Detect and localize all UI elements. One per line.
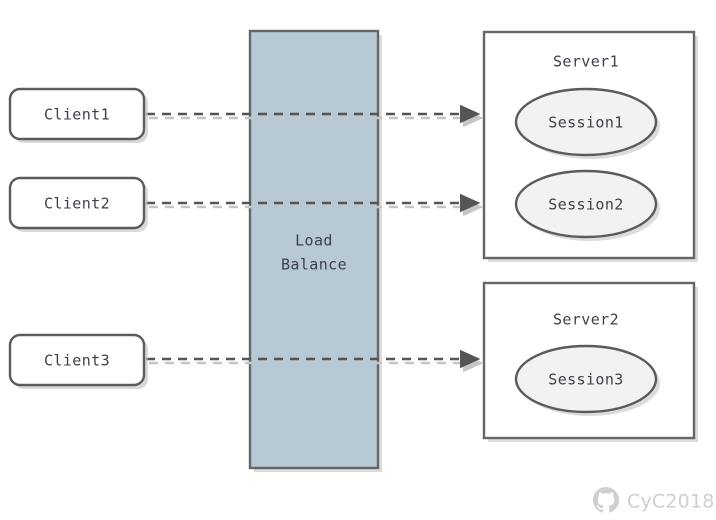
server-node-server2[interactable]: Server2 Session3 [482,281,698,442]
server-label: Server1 [553,53,619,71]
load-balancer-box[interactable] [248,29,380,470]
connection-client3-server2[interactable] [146,349,484,373]
connection-group [146,104,484,373]
session-node-session1[interactable]: Session1 [514,87,660,159]
watermark: CyC2018 [593,487,715,513]
session-label: Session3 [548,371,623,389]
session-label: Session2 [548,196,623,214]
client-box[interactable] [8,87,146,141]
session-ellipse[interactable] [514,344,658,414]
github-octocat-icon [593,487,620,513]
client-box[interactable] [8,176,146,230]
watermark-label: CyC2018 [627,491,715,513]
connection-client2-server1[interactable] [146,193,484,217]
session-ellipse[interactable] [514,169,658,239]
client-box[interactable] [8,333,146,387]
client-label: Client3 [44,352,110,370]
client-label: Client1 [44,106,110,124]
server-label: Server2 [553,311,619,329]
client-node-client2[interactable]: Client2 [8,176,148,232]
load-balancer-label-line1: Load [295,232,333,250]
session-ellipse[interactable] [514,87,658,157]
load-balancer-label-line2: Balance [281,256,347,274]
session-node-session2[interactable]: Session2 [514,169,660,241]
client-node-client3[interactable]: Client3 [8,333,148,389]
server-node-server1[interactable]: Server1 Session1 Session2 [482,30,698,262]
session-node-session3[interactable]: Session3 [514,344,660,416]
client-label: Client2 [44,195,110,213]
client-node-client1[interactable]: Client1 [8,87,148,143]
connection-client1-server1[interactable] [146,104,484,128]
session-label: Session1 [548,114,623,132]
load-balancer-node[interactable]: Load Balance [248,29,382,472]
